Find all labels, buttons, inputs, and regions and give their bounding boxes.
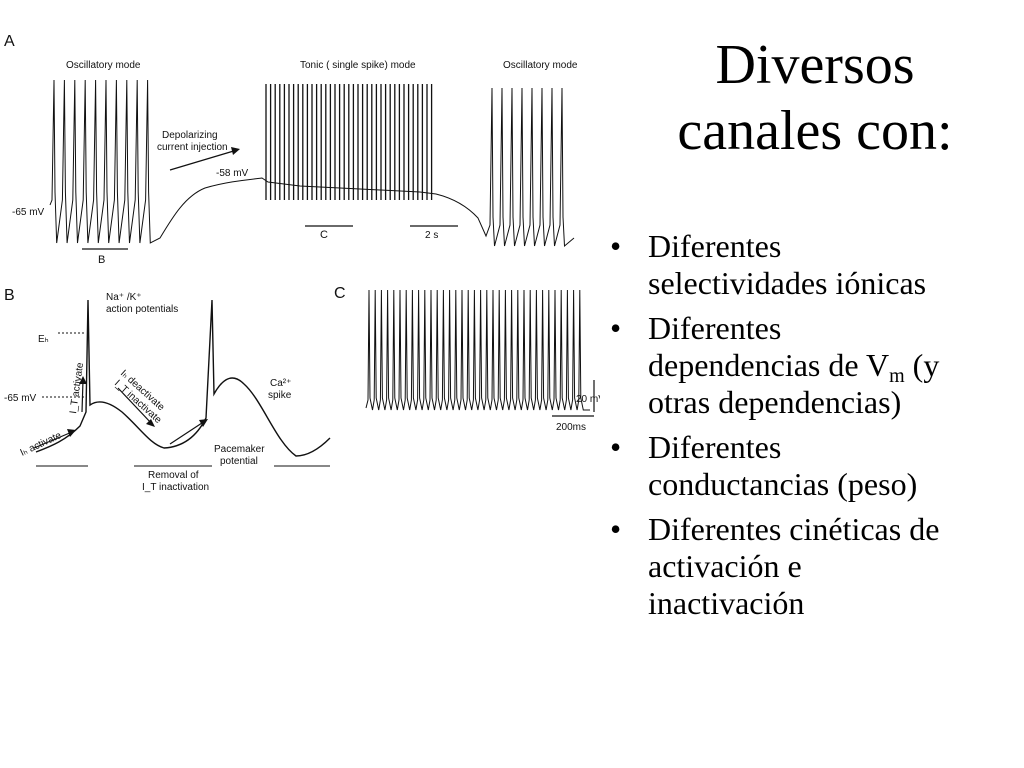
- bullet-item-conductance: Diferentes conductancias (peso): [606, 429, 1018, 503]
- label-na-k: Na⁺ /K⁺: [106, 292, 142, 303]
- label-rest-potential: -65 mV: [12, 207, 45, 218]
- panel-c: C 20 mV 200ms: [334, 285, 600, 433]
- arrow-it-activate: [81, 379, 84, 413]
- arrow-pacemaker-head: [199, 419, 208, 427]
- panel-a-tonic-spike-burst: [265, 84, 433, 200]
- panel-c-letter: C: [334, 285, 346, 302]
- bullet-line: Diferentes: [648, 228, 782, 264]
- time-scale-label: 2 s: [425, 230, 438, 241]
- bullet-line: selectividades iónicas: [648, 265, 927, 301]
- label-pacemaker: Pacemaker: [214, 444, 265, 455]
- bullet-line: Diferentes: [648, 310, 782, 346]
- bullet-item-voltage-dependence: Diferentes dependencias de Vm (y otras d…: [606, 310, 1018, 421]
- arrow-ih-activate: [33, 431, 73, 449]
- arrow-ih-deactivate-head: [146, 419, 155, 427]
- bullet-subscript: m: [889, 365, 905, 387]
- panel-a: A Oscillatory mode Tonic ( single spike)…: [4, 33, 578, 266]
- depolarizing-arrow: [169, 149, 238, 171]
- voltage-scale-label: 20 mV: [576, 394, 600, 405]
- label-it-activate: I_T activate: [68, 361, 86, 414]
- bullet-line: Diferentes: [648, 429, 782, 465]
- bullet-line: otras dependencias): [648, 384, 902, 420]
- label-ca-spike: spike: [268, 390, 292, 401]
- mode-label-right: Oscillatory mode: [503, 60, 578, 71]
- arrow-ih-deactivate: [117, 387, 153, 425]
- slide-title: Diversos canales con:: [610, 32, 1020, 164]
- label-removal: Removal of: [148, 470, 199, 481]
- label-ih-activate: Iₕ activate: [19, 430, 64, 459]
- label-ca: Ca²⁺: [270, 378, 291, 389]
- label-removal-inactivation: I_T inactivation: [142, 482, 209, 493]
- arrow-label-current-injection: current injection: [157, 142, 228, 153]
- panel-c-voltage-trace: [365, 289, 590, 411]
- label-action-potentials: action potentials: [106, 304, 178, 315]
- label-eh: Eₕ: [38, 334, 49, 345]
- slide-title-line-1: Diversos: [715, 34, 915, 96]
- panel-b: B Na⁺ /K⁺ action potentials Eₕ -65 mV I_…: [4, 287, 331, 493]
- time-scale-label-c: 200ms: [556, 422, 586, 433]
- mode-label-center: Tonic ( single spike) mode: [300, 60, 416, 71]
- bullet-line: inactivación: [648, 585, 805, 621]
- electrophysiology-figure: A Oscillatory mode Tonic ( single spike)…: [4, 33, 600, 493]
- mode-label-left: Oscillatory mode: [66, 60, 141, 71]
- panel-b-letter: B: [4, 287, 15, 304]
- bullet-line: activación e: [648, 548, 802, 584]
- marker-c-label: C: [320, 229, 328, 241]
- panel-a-voltage-trace: [49, 79, 575, 248]
- arrow-pacemaker: [169, 420, 206, 445]
- label-depolarized-potential: -58 mV: [216, 168, 249, 179]
- bullet-line: conductancias (peso): [648, 466, 918, 502]
- arrow-ih-activate-head: [67, 429, 76, 437]
- bullet-text: dependencias de V: [648, 347, 890, 383]
- panel-a-letter: A: [4, 33, 15, 50]
- arrow-label-depolarizing: Depolarizing: [162, 130, 218, 141]
- bullet-list: Diferentes selectividades iónicas Difere…: [606, 228, 1018, 630]
- label-pacemaker-potential: potential: [220, 456, 258, 467]
- bullet-line-vm: dependencias de Vm (y: [648, 347, 1018, 387]
- depolarizing-arrow-head: [231, 147, 240, 155]
- arrow-it-activate-head: [79, 376, 87, 384]
- bullet-item-selectivity: Diferentes selectividades iónicas: [606, 228, 1018, 302]
- label-b-potential: -65 mV: [4, 393, 37, 404]
- bullet-text: (y: [904, 347, 940, 383]
- bullet-item-kinetics: Diferentes cinéticas de activación e ina…: [606, 511, 1018, 622]
- bullet-line: Diferentes cinéticas de: [648, 511, 940, 547]
- marker-b-label: B: [98, 254, 105, 266]
- slide-title-line-2: canales con:: [677, 100, 953, 162]
- panel-b-voltage-trace: [35, 299, 331, 457]
